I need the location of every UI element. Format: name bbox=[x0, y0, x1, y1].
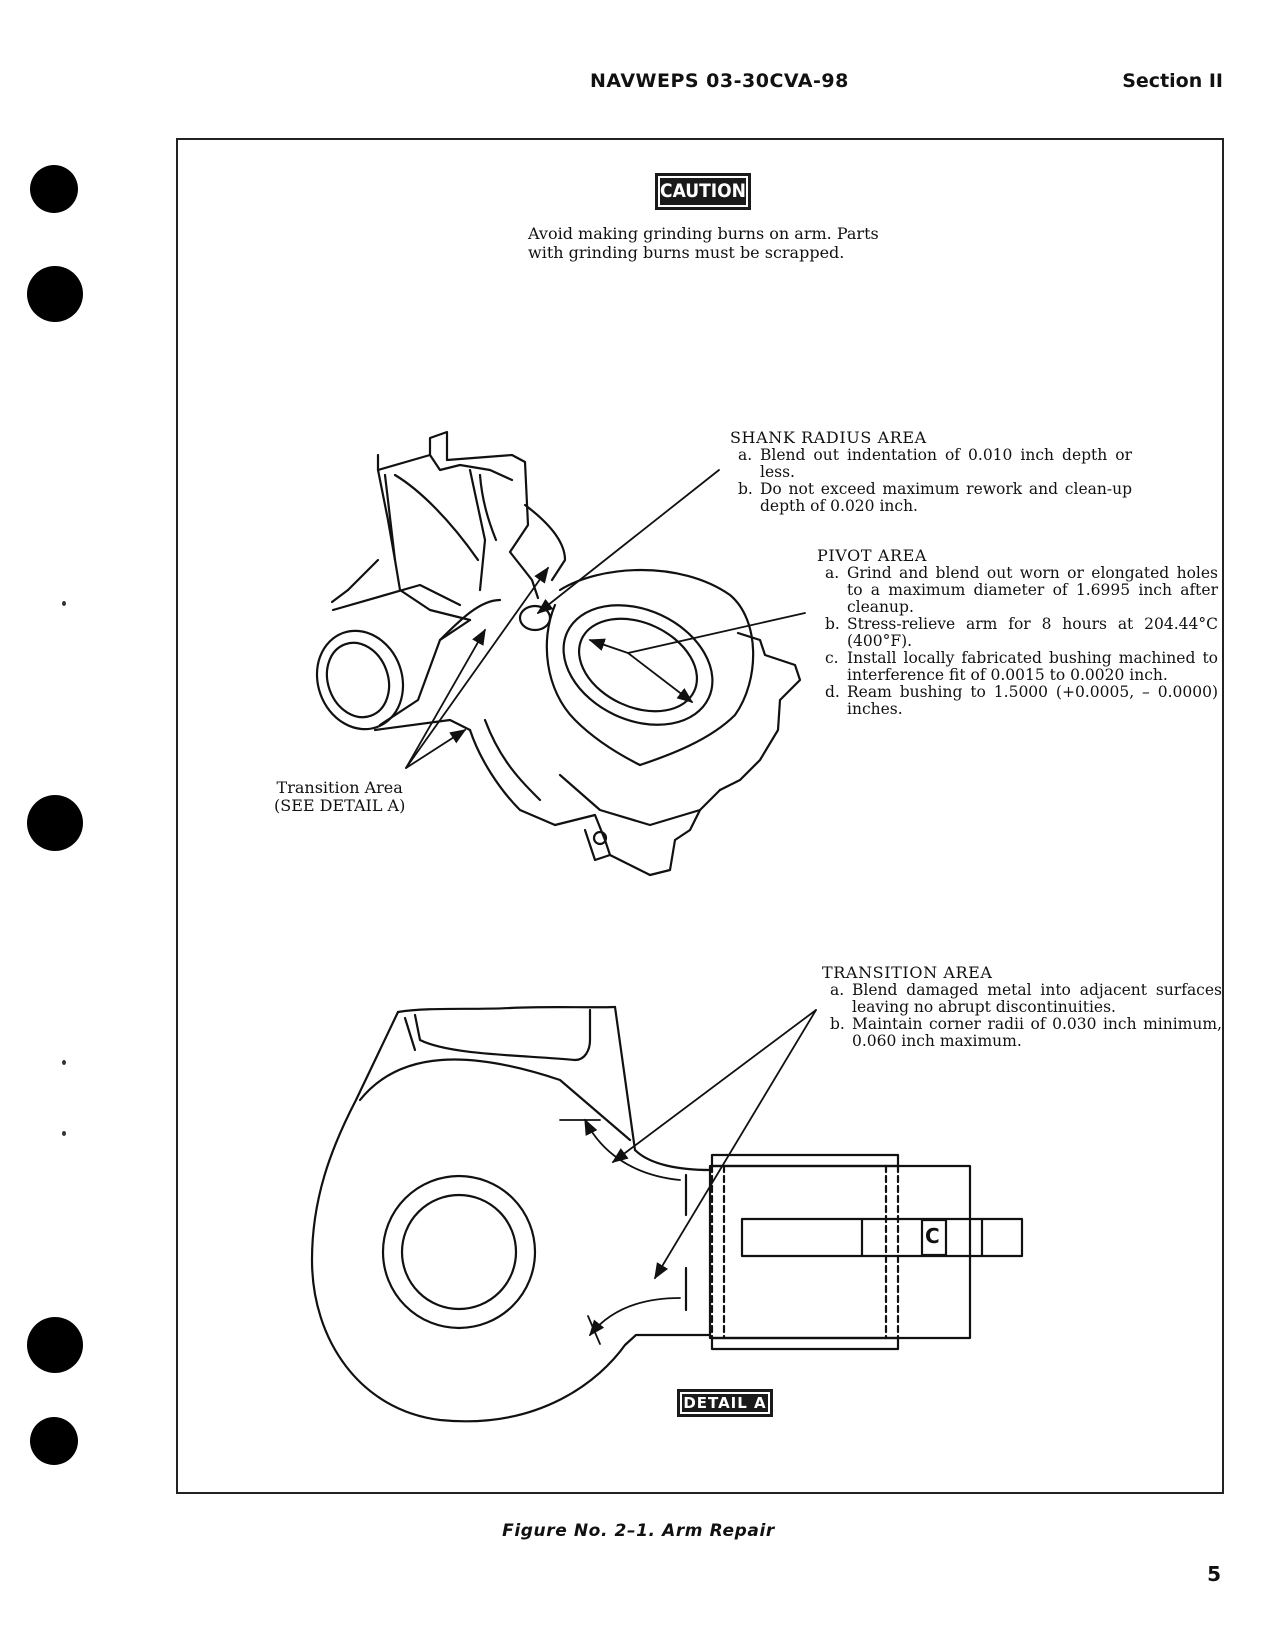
binder-hole-2 bbox=[27, 266, 83, 322]
detail-key-mark: C bbox=[925, 1224, 940, 1248]
transition-title: TRANSITION AREA bbox=[822, 963, 993, 982]
transition-area-label-line2: (SEE DETAIL A) bbox=[274, 796, 406, 815]
shank-radius-list: a.Blend out indentation of 0.010 inch de… bbox=[730, 447, 1132, 515]
pivot-title: PIVOT AREA bbox=[817, 546, 928, 565]
pivot-item-b: b.Stress-relieve arm for 8 hours at 204.… bbox=[825, 615, 1218, 650]
shank-radius-title: SHANK RADIUS AREA bbox=[730, 428, 927, 447]
transition-item-a: a.Blend damaged metal into adjacent surf… bbox=[830, 981, 1222, 1016]
shank-radius-item-b: b.Do not exceed maximum rework and clean… bbox=[738, 480, 1132, 515]
transition-notes: TRANSITION AREA a.Blend damaged metal in… bbox=[822, 963, 1222, 1050]
detail-a-drawing bbox=[310, 1005, 1024, 1423]
binder-hole-3 bbox=[27, 795, 83, 851]
transition-area-label-line1: Transition Area bbox=[276, 778, 403, 797]
speck bbox=[62, 1060, 66, 1065]
shank-radius-notes: SHANK RADIUS AREA a.Blend out indentatio… bbox=[730, 428, 1132, 515]
speck bbox=[62, 1131, 66, 1136]
arm-isometric-drawing bbox=[315, 430, 802, 877]
section-label: Section II bbox=[1122, 70, 1223, 92]
figure-frame bbox=[176, 138, 1224, 1494]
shank-radius-item-a: a.Blend out indentation of 0.010 inch de… bbox=[738, 446, 1132, 481]
figure-caption: Figure No. 2–1. Arm Repair bbox=[502, 1521, 775, 1541]
binder-hole-1 bbox=[30, 165, 78, 213]
pivot-item-a: a.Grind and blend out worn or elongated … bbox=[825, 564, 1218, 616]
transition-list: a.Blend damaged metal into adjacent surf… bbox=[822, 982, 1222, 1050]
transition-area-label: Transition Area (SEE DETAIL A) bbox=[274, 779, 405, 815]
caution-line-2: with grinding burns must be scrapped. bbox=[528, 243, 845, 262]
transition-item-b: b.Maintain corner radii of 0.030 inch mi… bbox=[830, 1015, 1222, 1050]
pivot-notes: PIVOT AREA a.Grind and blend out worn or… bbox=[817, 546, 1218, 718]
pivot-item-d: d.Ream bushing to 1.5000 (+0.0005, – 0.0… bbox=[825, 683, 1218, 718]
caution-line-1: Avoid making grinding burns on arm. Part… bbox=[528, 224, 879, 243]
binder-hole-5 bbox=[30, 1417, 78, 1465]
document-number: NAVWEPS 03-30CVA-98 bbox=[590, 70, 849, 92]
pivot-list: a.Grind and blend out worn or elongated … bbox=[817, 565, 1218, 718]
caution-text: Avoid making grinding burns on arm. Part… bbox=[528, 224, 879, 262]
binder-hole-4 bbox=[27, 1317, 83, 1373]
page-number: 5 bbox=[1207, 1562, 1221, 1586]
speck bbox=[62, 601, 66, 606]
detail-leader-lines bbox=[559, 1009, 817, 1345]
upper-leader-lines bbox=[405, 469, 806, 769]
caution-badge: CAUTION bbox=[655, 173, 751, 210]
pivot-item-c: c.Install locally fabricated bushing mac… bbox=[825, 649, 1218, 684]
detail-a-badge: DETAIL A bbox=[677, 1389, 773, 1417]
